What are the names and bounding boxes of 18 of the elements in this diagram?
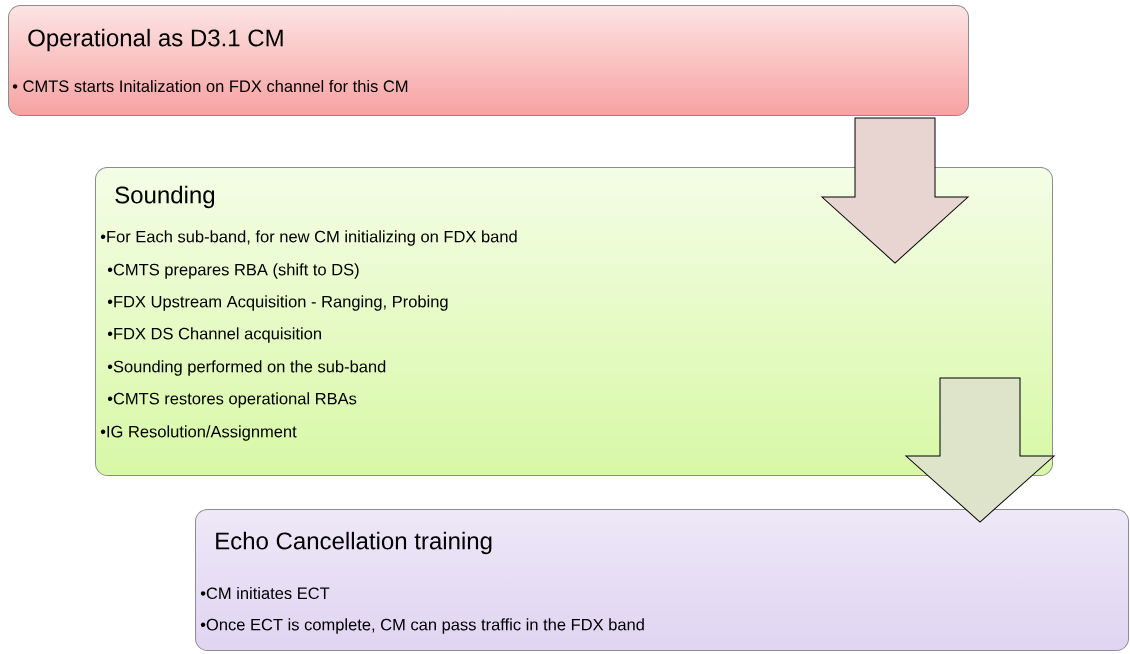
bullet-text: •CMTS restores operational RBAs bbox=[107, 392, 357, 408]
step-title: Echo Cancellation training bbox=[216, 531, 492, 555]
process-box bbox=[195, 509, 1129, 651]
bullet-text: • CMTS starts Initalization on FDX channel for this CM bbox=[12, 79, 408, 93]
bullet-text: •IG Resolution/Assignment bbox=[100, 425, 297, 441]
block-arrow bbox=[905, 377, 1055, 523]
step-title: Operational as D3.1 CM bbox=[28, 28, 283, 52]
bullet-text: •CM initiates ECT bbox=[200, 586, 330, 600]
bullet-text: •CMTS prepares RBA (shift to DS) bbox=[107, 263, 359, 279]
process-box bbox=[8, 5, 969, 116]
block-arrow bbox=[821, 117, 969, 264]
bullet-text: •FDX DS Channel acquisition bbox=[107, 327, 321, 343]
bullet-text: •FDX Upstream Acquisition - Ranging, Probing bbox=[107, 295, 448, 311]
step-title: Sounding bbox=[115, 185, 215, 209]
bullet-text: •Once ECT is complete, CM can pass traffic in the FDX band bbox=[200, 618, 644, 634]
bullet-text: •Sounding performed on the sub-band bbox=[107, 360, 386, 376]
process-box bbox=[95, 167, 1053, 476]
bullet-text: •For Each sub-band, for new CM initializing on FDX band bbox=[100, 230, 517, 246]
